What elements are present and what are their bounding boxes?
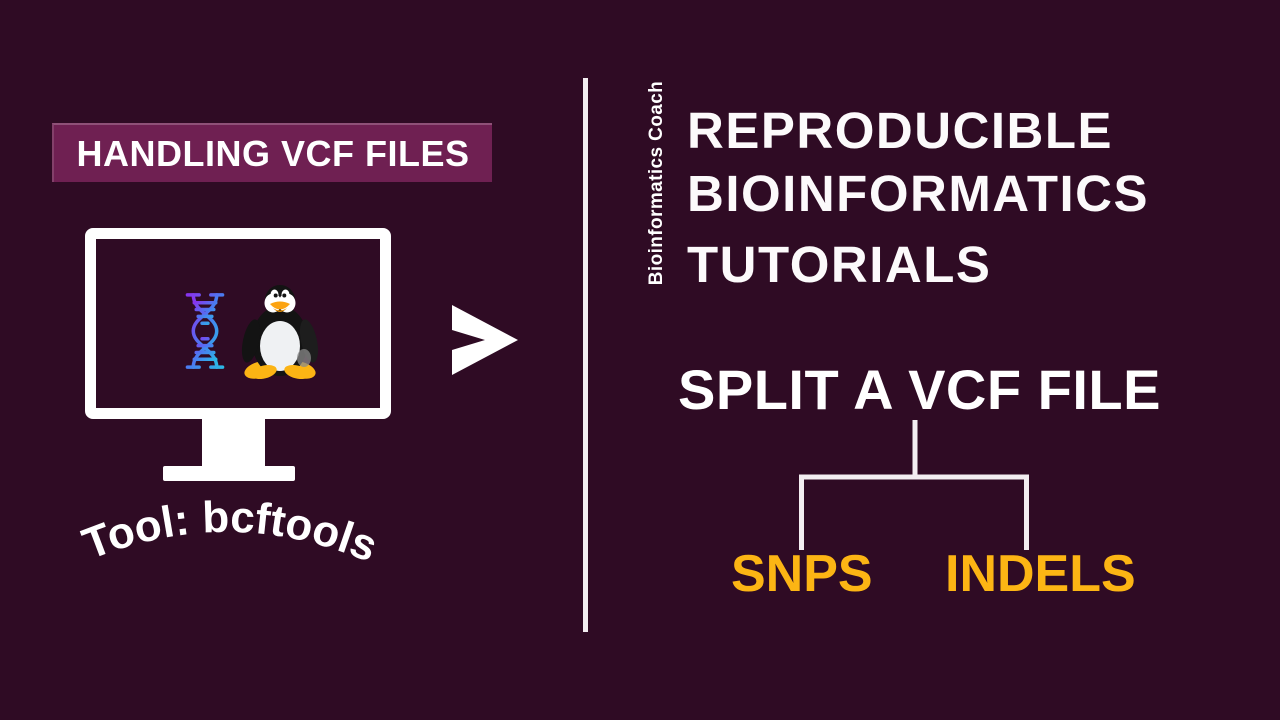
tool-caption: Tool: bcftools [76,493,384,572]
svg-text:Tool: bcftools: Tool: bcftools [76,493,384,572]
title-line-1: REPRODUCIBLE [687,102,1114,159]
title-line-2: BIOINFORMATICS [687,165,1150,222]
vertical-divider-line [583,78,588,632]
chevron-right-icon [452,305,518,375]
monitor-icon [85,228,391,419]
topic-badge: HANDLING VCF FILES [52,123,492,182]
tree-connector-lines [799,420,1029,550]
diagram-root-label: SPLIT A VCF FILE [678,358,1161,421]
diagram-leaf-indels: INDELS [945,545,1136,603]
topic-badge-label: HANDLING VCF FILES [76,132,470,174]
monitor-stand-neck [202,417,265,467]
linux-tux-icon [241,285,319,379]
monitor-stand-base [163,466,295,481]
title-line-3: TUTORIALS [687,236,992,293]
diagram-leaf-snps: SNPS [731,545,873,603]
channel-name: Bioinformatics Coach [646,80,667,286]
tool-caption-text: Tool: bcftools [76,493,384,572]
main-title: REPRODUCIBLE BIOINFORMATICS TUTORIALS [687,99,1149,296]
dna-helix-icon [185,293,225,369]
